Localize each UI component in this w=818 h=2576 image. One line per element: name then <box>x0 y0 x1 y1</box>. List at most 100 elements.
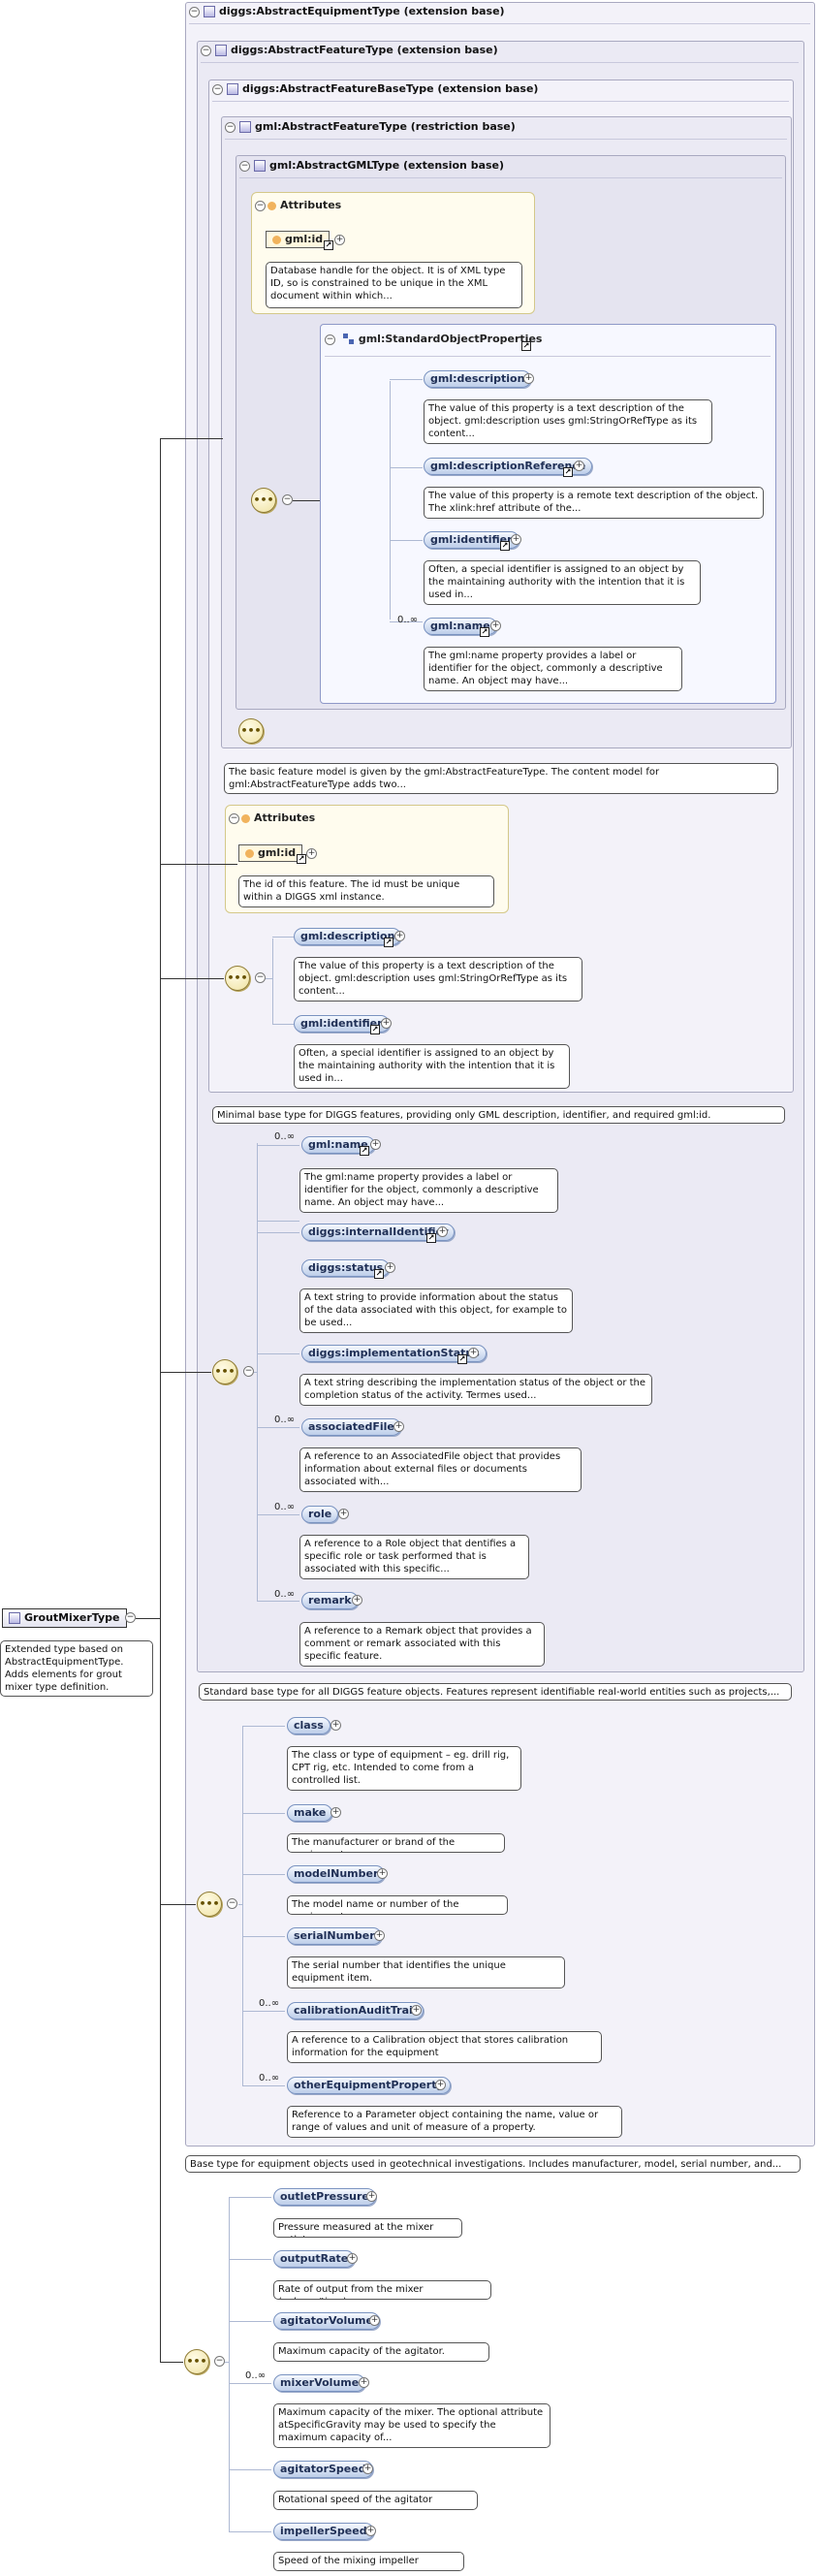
element-agitator-speed[interactable]: agitatorSpeed <box>273 2461 373 2478</box>
connector <box>242 2085 285 2086</box>
element-doc: Rotational speed of the agitator <box>273 2491 478 2510</box>
expand-icon[interactable]: + <box>370 1139 381 1150</box>
complex-type-icon <box>215 45 227 56</box>
element-gml-name[interactable]: gml:name <box>301 1136 375 1154</box>
connector <box>160 978 224 979</box>
sequence-compositor[interactable]: ••• <box>238 718 264 744</box>
connector <box>160 2362 183 2363</box>
expand-icon[interactable]: + <box>365 2526 376 2536</box>
expand-icon[interactable]: + <box>574 461 584 471</box>
expand-icon[interactable]: + <box>362 2464 373 2474</box>
expand-icon[interactable]: − <box>214 2356 225 2367</box>
element-gml-description-reference[interactable]: gml:descriptionReference <box>424 458 593 475</box>
collapse-toggle[interactable]: − <box>201 45 211 56</box>
element-impeller-speed[interactable]: impellerSpeed <box>273 2523 374 2540</box>
expand-icon[interactable]: + <box>377 1868 388 1879</box>
collapse-toggle[interactable]: − <box>212 83 223 95</box>
element-serial-number[interactable]: serialNumber <box>287 1927 382 1945</box>
element-role[interactable]: role <box>301 1506 339 1523</box>
connector <box>242 1874 285 1875</box>
element-agitator-volume[interactable]: agitatorVolume <box>273 2312 380 2330</box>
root-doc: Extended type based on AbstractEquipment… <box>0 1640 153 1697</box>
expand-icon[interactable]: + <box>437 1226 448 1237</box>
expand-icon[interactable]: + <box>352 1595 362 1606</box>
expand-icon[interactable]: − <box>125 1612 136 1623</box>
element-associated-file[interactable]: associatedFile <box>301 1418 401 1436</box>
expand-icon[interactable]: + <box>330 1807 341 1818</box>
attribute-icon <box>272 235 281 244</box>
root-element-grout-mixer-type[interactable]: GroutMixerType <box>2 1608 127 1628</box>
element-other-equipment-property[interactable]: otherEquipmentProperty <box>287 2077 451 2094</box>
element-diggs-status[interactable]: diggs:status <box>301 1259 391 1277</box>
expand-icon[interactable]: + <box>468 1348 479 1358</box>
sequence-compositor[interactable]: ••• <box>197 1892 222 1917</box>
sequence-compositor[interactable]: ••• <box>251 488 276 513</box>
expand-icon[interactable]: + <box>381 1018 392 1029</box>
sequence-compositor[interactable]: ••• <box>212 1359 237 1384</box>
attribute-gml-id[interactable]: gml:id <box>266 231 330 248</box>
expand-icon[interactable]: − <box>243 1366 254 1377</box>
element-gml-identifier[interactable]: gml:identifier <box>294 1015 390 1033</box>
element-diggs-implementation-status[interactable]: diggs:implementationStatus <box>301 1345 487 1362</box>
expand-icon[interactable]: + <box>411 2005 422 2016</box>
connector <box>225 2362 230 2363</box>
expand-icon[interactable]: + <box>394 931 405 941</box>
expand-icon[interactable]: + <box>511 534 521 545</box>
collapse-toggle[interactable]: − <box>225 121 236 133</box>
collapse-toggle[interactable]: − <box>229 812 239 824</box>
sequence-rail <box>229 2197 230 2531</box>
expand-icon[interactable]: − <box>255 972 266 983</box>
expand-icon[interactable]: + <box>435 2080 446 2090</box>
element-gml-description[interactable]: gml:description <box>424 370 532 388</box>
expand-icon[interactable]: + <box>374 1930 385 1941</box>
expand-icon[interactable]: + <box>490 620 501 631</box>
expand-icon[interactable]: + <box>385 1262 395 1273</box>
reference-arrow-icon: ↗ <box>360 1146 369 1156</box>
expand-icon[interactable]: + <box>359 2377 369 2388</box>
type-doc: Standard base type for all DIGGS feature… <box>199 1683 792 1701</box>
collapse-toggle[interactable]: − <box>255 200 266 211</box>
gml-type-header: −gml:AbstractGMLType (extension base) <box>239 159 505 172</box>
element-doc: Pressure measured at the mixer outlet <box>273 2218 462 2238</box>
expand-icon[interactable]: + <box>366 2191 377 2202</box>
occurrence-label: 0..∞ <box>274 1131 296 1142</box>
element-doc: The model name or number of the equipmen… <box>287 1895 508 1915</box>
element-gml-name[interactable]: gml:name <box>424 618 497 635</box>
expand-icon[interactable]: + <box>393 1421 404 1432</box>
element-outlet-pressure[interactable]: outletPressure <box>273 2188 376 2206</box>
attribute-gml-id[interactable]: gml:id <box>238 844 303 862</box>
occurrence-label: 0..∞ <box>245 2370 267 2381</box>
expand-icon[interactable]: + <box>330 1720 341 1731</box>
element-model-number[interactable]: modelNumber <box>287 1865 386 1883</box>
expand-icon[interactable]: + <box>338 1509 349 1519</box>
expand-icon[interactable]: + <box>369 2315 380 2326</box>
expand-icon[interactable]: + <box>523 373 534 384</box>
expand-icon[interactable]: + <box>334 235 345 245</box>
collapse-toggle[interactable]: − <box>239 160 250 172</box>
complex-type-icon <box>9 1612 20 1624</box>
element-diggs-internal-identifier[interactable]: diggs:internalIdentifier <box>301 1224 456 1241</box>
element-gml-identifier[interactable]: gml:identifier <box>424 531 519 549</box>
connector <box>242 1726 285 1727</box>
complex-type-icon <box>204 6 215 17</box>
expand-icon[interactable]: + <box>306 848 317 859</box>
header-divider <box>325 356 771 357</box>
collapse-toggle[interactable]: − <box>189 6 200 17</box>
sequence-compositor[interactable]: ••• <box>225 966 250 991</box>
sequence-compositor[interactable]: ••• <box>184 2349 209 2374</box>
element-calibration-audit-trail[interactable]: calibrationAuditTrail <box>287 2002 424 2019</box>
occurrence-label: 0..∞ <box>274 1415 296 1425</box>
expand-icon[interactable]: − <box>282 494 293 505</box>
element-gml-description[interactable]: gml:description <box>294 928 402 945</box>
collapse-toggle[interactable]: − <box>325 334 335 345</box>
main-connector <box>160 438 161 2362</box>
sequence-rail <box>390 381 391 620</box>
element-remark[interactable]: remark <box>301 1592 359 1609</box>
element-class[interactable]: class <box>287 1717 330 1734</box>
element-doc: The manufacturer or brand of the equipme… <box>287 1833 505 1853</box>
element-mixer-volume[interactable]: mixerVolume <box>273 2374 366 2392</box>
element-output-rate[interactable]: outputRate <box>273 2250 356 2268</box>
expand-icon[interactable]: + <box>347 2253 358 2264</box>
element-make[interactable]: make <box>287 1804 333 1822</box>
expand-icon[interactable]: − <box>227 1898 237 1909</box>
